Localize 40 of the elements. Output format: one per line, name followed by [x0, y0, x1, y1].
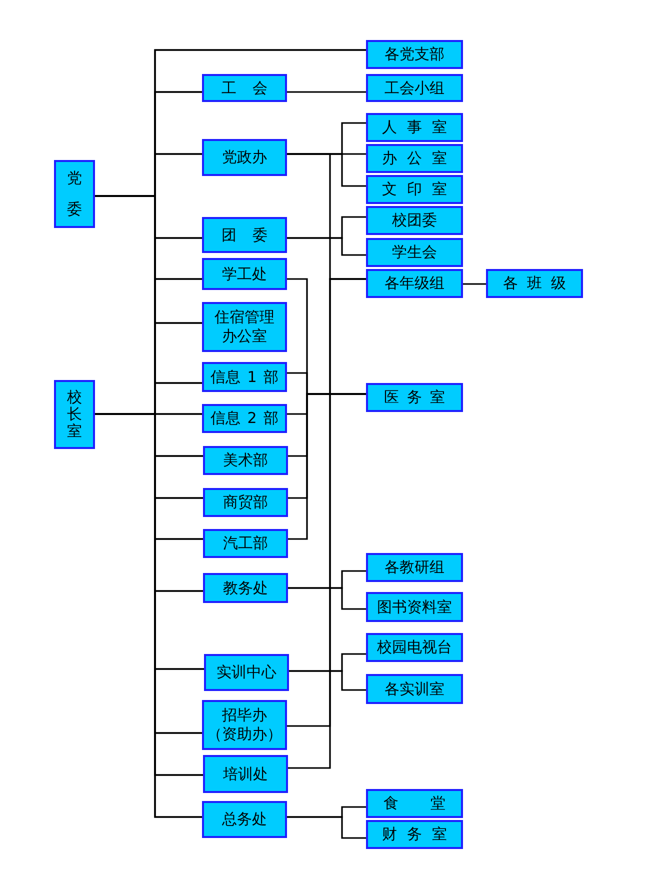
department-box: 汽工部: [203, 529, 288, 558]
department-box: 信息 2 部: [202, 404, 287, 433]
department-box: 食 堂: [366, 789, 463, 818]
department-box: 党委: [54, 160, 95, 228]
department-box: 商贸部: [203, 488, 288, 517]
department-box: 校长室: [54, 380, 95, 449]
department-box: 住宿管理办公室: [202, 302, 287, 352]
department-box: 工 会: [202, 74, 287, 102]
department-box: 团 委: [202, 217, 287, 253]
department-box: 文 印 室: [366, 175, 463, 204]
department-box: 各 班 级: [486, 269, 583, 298]
department-box: 总务处: [202, 801, 287, 838]
department-box: 财 务 室: [366, 820, 463, 849]
department-box: 各教研组: [366, 553, 463, 582]
department-box: 信息 1 部: [202, 362, 287, 392]
department-box: 美术部: [203, 446, 288, 475]
department-box: 各年级组: [366, 269, 463, 298]
department-box: 医 务 室: [366, 383, 463, 412]
department-box: 各实训室: [366, 674, 463, 704]
department-box: 教务处: [203, 573, 288, 603]
department-box: 校园电视台: [366, 633, 463, 662]
connector-line: [287, 816, 366, 839]
department-box: 工会小组: [366, 74, 463, 102]
department-box: 招毕办（资助办）: [202, 700, 287, 750]
department-box: 学生会: [366, 238, 463, 267]
department-box: 培训处: [203, 755, 288, 793]
department-box: 校团委: [366, 206, 463, 235]
department-box: 办 公 室: [366, 144, 463, 173]
department-box: 各党支部: [366, 40, 463, 69]
department-box: 学工处: [202, 258, 287, 290]
connector-line: [288, 587, 366, 610]
department-box: 党政办: [202, 139, 287, 176]
connector-line: [288, 393, 366, 540]
connector-line: [289, 670, 366, 691]
connector-line: [287, 91, 366, 93]
department-box: 实训中心: [204, 654, 289, 691]
connector-line: [463, 283, 486, 285]
department-box: 人 事 室: [366, 113, 463, 142]
department-box: 图书资料室: [366, 592, 463, 622]
connector-line: [287, 237, 366, 256]
